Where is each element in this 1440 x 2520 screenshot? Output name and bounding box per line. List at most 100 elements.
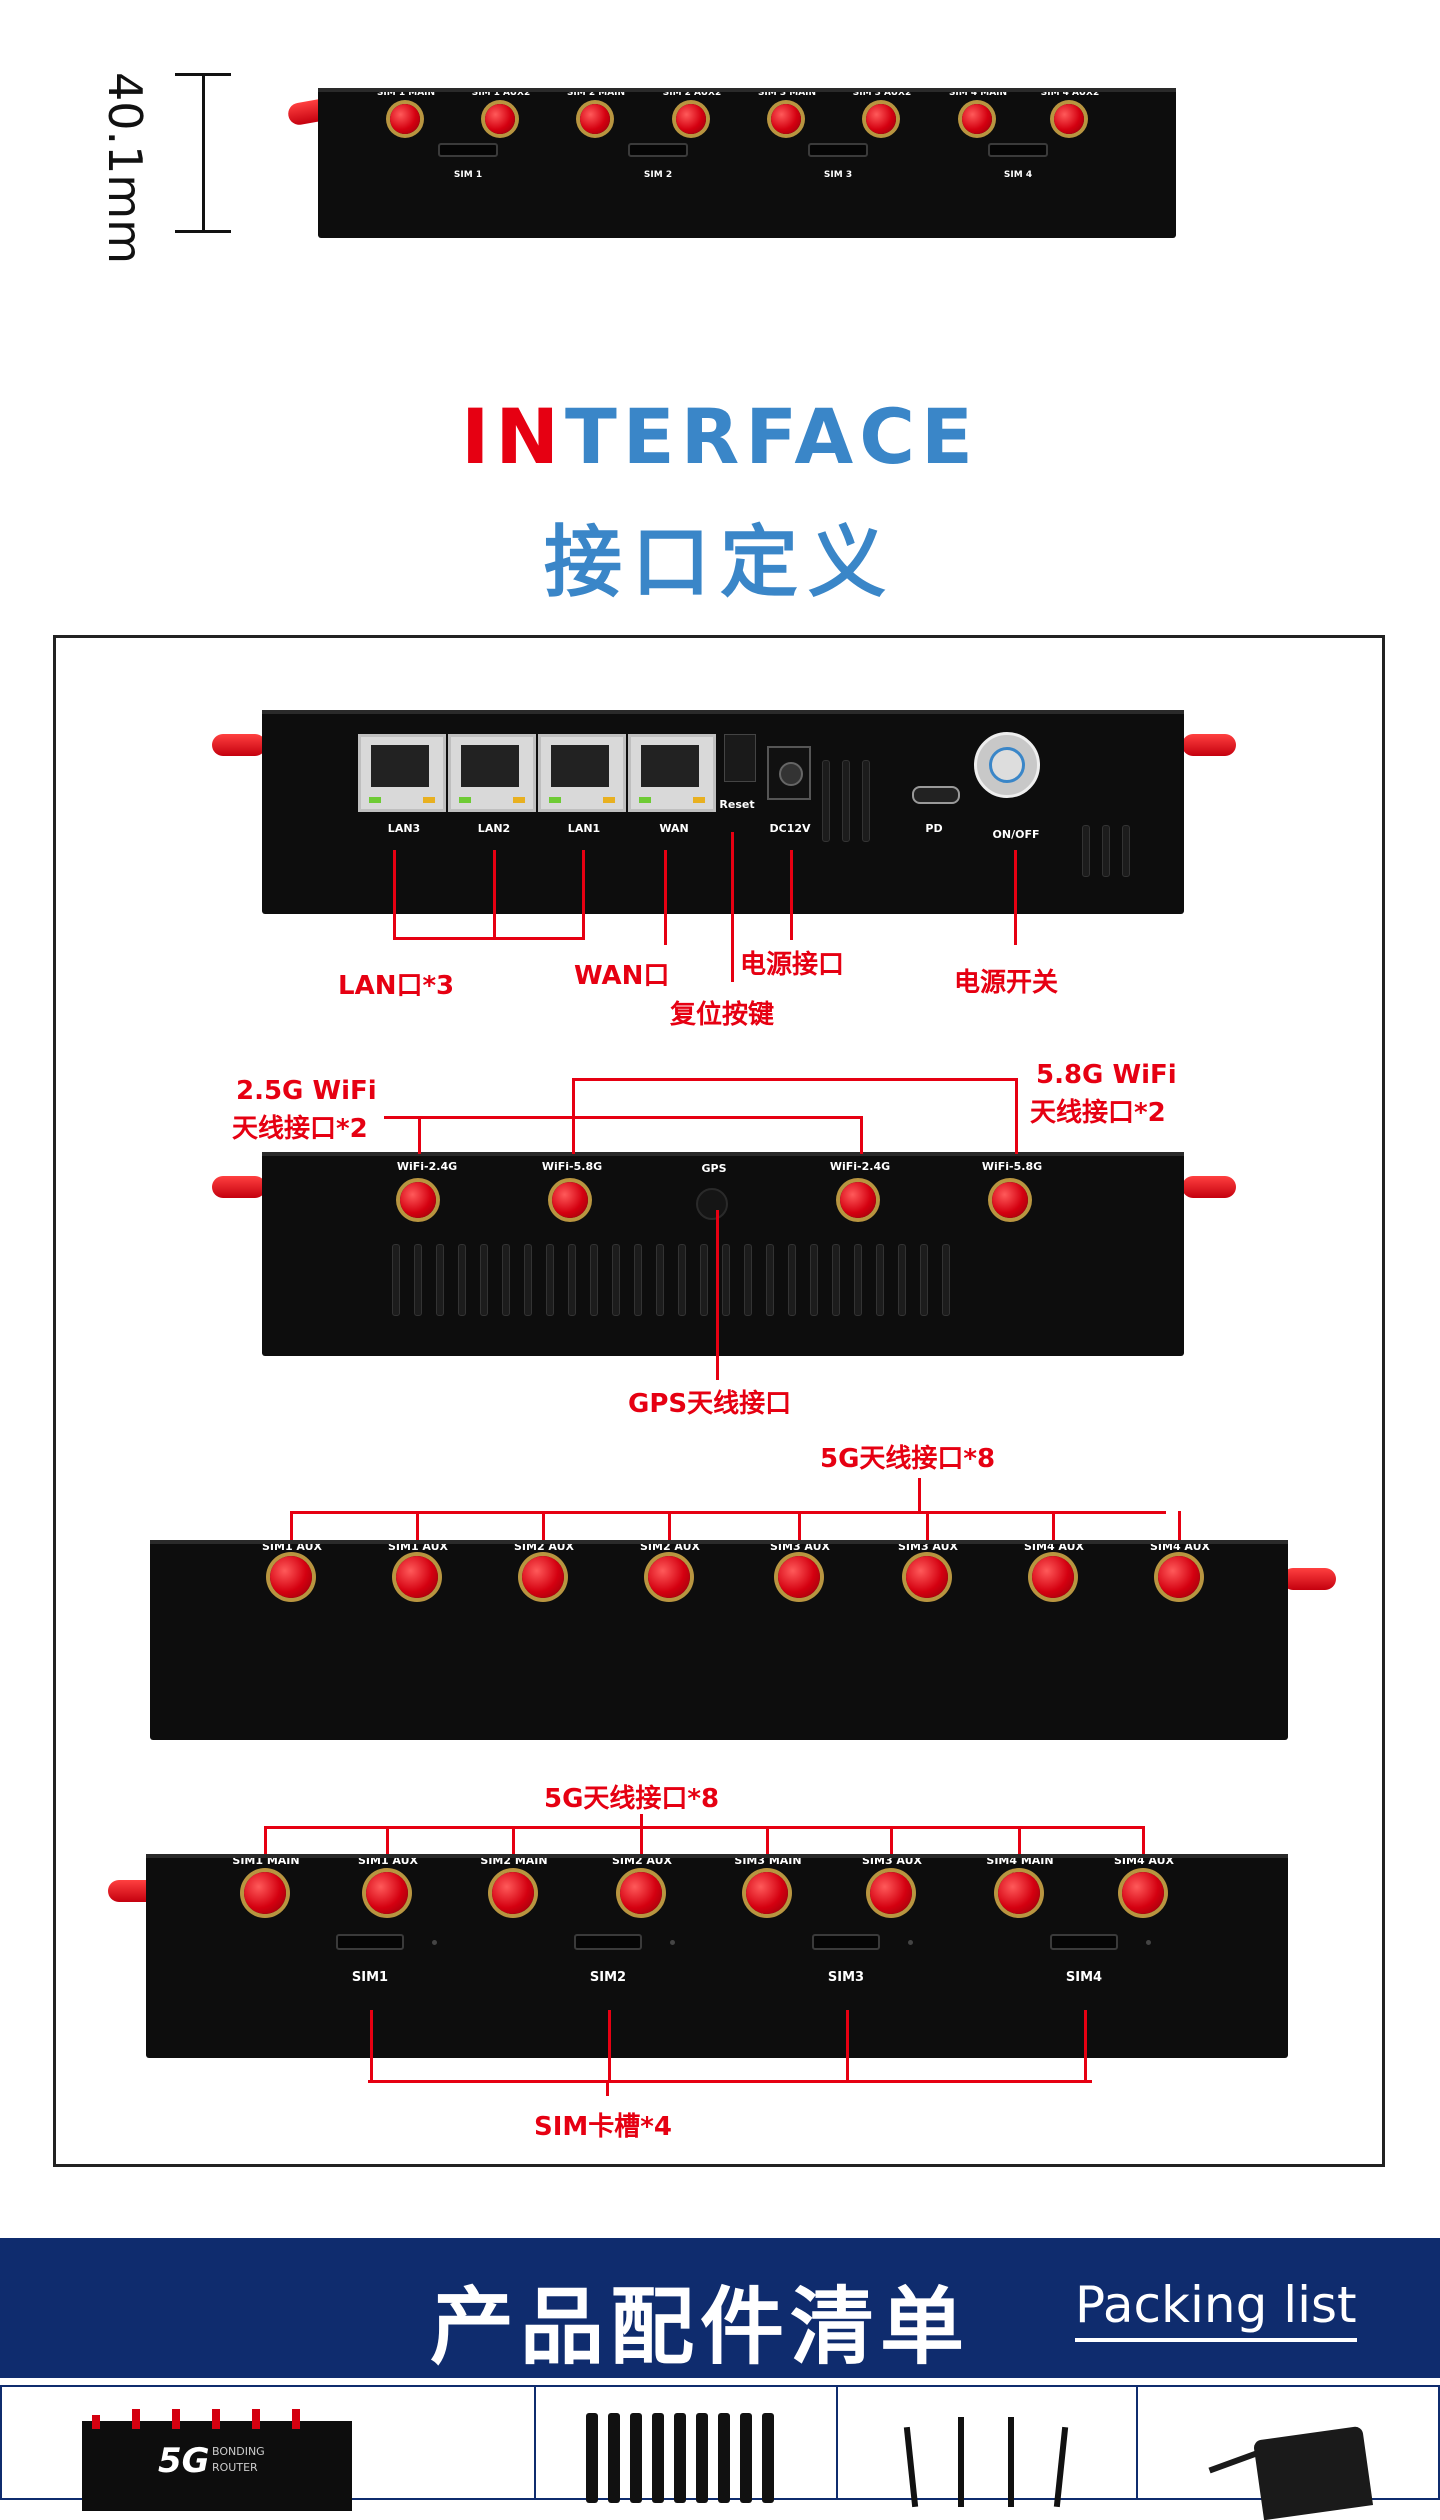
callout-line [264,1826,1142,1829]
callout-line [1018,1826,1021,1856]
antenna-item-icon [762,2413,774,2503]
router-badge: 5G [158,2441,210,2481]
dc-jack-icon [767,746,811,800]
slot-label: SIM 3 [823,170,853,180]
callout-line [290,1511,1166,1514]
port-label: SIM4 AUX [1023,1540,1085,1553]
callout-line [572,1078,1018,1081]
port-label: SIM2 MAIN [480,1854,548,1867]
vent-slot [722,1244,730,1316]
callout-wifi25-line1: 2.5G WiFi [236,1076,377,1106]
packing-item-power-adapter [1136,2385,1440,2520]
port-label: DC12V [769,822,811,835]
sim-slot-icon [438,143,498,157]
port-label: SIM3 AUX [769,1540,831,1553]
callout-line [606,2080,609,2096]
port-label: SIM3 AUX [861,1854,923,1867]
port-label: SIM1 AUX [261,1540,323,1553]
5g-antenna-connector-icon [1122,1872,1164,1914]
antenna-connector-icon [676,104,706,134]
callout-reset: 复位按键 [670,1000,775,1030]
wifi-antenna-connector-icon [400,1182,436,1218]
callout-line [731,832,734,982]
vent-slot [1122,825,1130,877]
5g-antenna-connector-icon [648,1556,690,1598]
vent-slot [822,760,830,842]
port-label: LAN3 [387,822,421,835]
port-label: GPS [701,1162,727,1175]
callout-line [926,1511,929,1541]
callout-line [386,1826,389,1856]
led-dot [432,1940,437,1945]
callout-line [393,850,396,940]
5g-antenna-connector-icon [870,1872,912,1914]
vent-slot [612,1244,620,1316]
port-label: SIM 3 MAIN [757,88,817,98]
slot-label: SIM2 [589,1970,627,1985]
power-button-icon [974,732,1040,798]
port-label: SIM 4 MAIN [948,88,1008,98]
callout-line [1015,1078,1018,1154]
sim-slot-icon [628,143,688,157]
callout-5g-top: 5G天线接口*8 [820,1444,996,1474]
vent-slot [656,1244,664,1316]
callout-line [1142,1826,1145,1856]
side-antenna-icon [212,1176,266,1198]
vent-slot [842,760,850,842]
packing-banner: 产品配件清单 Packing list [0,2238,1440,2378]
port-label: SIM 4 AUX2 [1040,88,1100,98]
vent-slot [524,1244,532,1316]
led-dot [670,1940,675,1945]
antenna-connector-icon [866,104,896,134]
callout-line [798,1511,801,1541]
callout-wan: WAN口 [574,961,670,991]
port-label: SIM3 MAIN [734,1854,802,1867]
5g-antenna-connector-icon [522,1556,564,1598]
callout-wifi58-line2: 天线接口*2 [1030,1098,1166,1128]
port-label: WiFi-5.8G [981,1160,1043,1173]
callout-line [668,1511,671,1541]
callout-lan: LAN口*3 [338,971,455,1001]
antenna-item-icon [718,2413,730,2503]
reset-button-icon [724,734,756,782]
callout-line [860,1116,863,1154]
vent-slot [1082,825,1090,877]
usb-c-port-icon [912,786,960,804]
5g-antenna-connector-icon [492,1872,534,1914]
sim-slot-icon [574,1934,642,1950]
interface-frame [53,635,1385,2167]
callout-line [393,937,585,940]
dimension-arrow [175,73,231,233]
vent-slot [502,1244,510,1316]
router-wifi-case: WiFi-2.4G WiFi-5.8G GPS WiFi-2.4G WiFi-5… [262,1152,1184,1356]
callout-line [640,1826,643,1856]
port-label: SIM 1 AUX2 [471,88,531,98]
slot-label: SIM3 [827,1970,865,1985]
router-text-2: ROUTER [212,2461,258,2474]
sim-slot-icon [336,1934,404,1950]
vent-slot [480,1244,488,1316]
port-label: SIM4 AUX [1113,1854,1175,1867]
port-label: WiFi-2.4G [396,1160,458,1173]
vent-slot [392,1244,400,1316]
slot-label: SIM4 [1065,1970,1103,1985]
vent-slot [744,1244,752,1316]
callout-line [918,1478,921,1514]
wifi-antenna-connector-icon [552,1182,588,1218]
slot-label: SIM 4 [1003,170,1033,180]
vent-slot [436,1244,444,1316]
packing-item-antennas [534,2385,838,2503]
vent-slot [876,1244,884,1316]
slot-label: SIM1 [351,1970,389,1985]
antenna-item-icon [586,2413,598,2503]
callout-line [493,850,496,940]
callout-line [512,1826,515,1856]
side-antenna-icon [1182,1176,1236,1198]
antenna-item-icon [674,2413,686,2503]
vent-slot [854,1244,862,1316]
side-antenna-icon [1182,734,1236,756]
port-label: SIM4 MAIN [986,1854,1054,1867]
callout-sim: SIM卡槽*4 [534,2112,672,2142]
